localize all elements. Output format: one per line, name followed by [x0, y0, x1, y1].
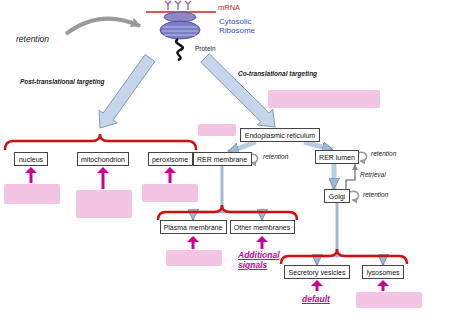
box-label: Secretory vesicles — [289, 268, 346, 277]
ribosome-illustration — [146, 1, 216, 60]
annotation-label: default — [302, 294, 330, 304]
masked-label — [4, 90, 422, 308]
process-box: peroxisome — [148, 152, 193, 166]
annotation-label: Protein — [195, 45, 216, 53]
process-box: Other membranes — [230, 220, 295, 234]
box-label: Golgi — [329, 192, 345, 201]
process-box: RER lumen — [315, 150, 359, 164]
connector-arrow — [228, 142, 256, 152]
annotation-label: Cytosolic Ribosome — [219, 17, 261, 35]
annotation-label: mRNA — [218, 3, 240, 12]
box-label: Other membranes — [234, 223, 290, 232]
red-bracket — [5, 134, 407, 264]
box-label: peroxisome — [152, 155, 188, 164]
annotation-label: retention — [363, 191, 388, 199]
process-box: RER membrane — [193, 152, 252, 166]
process-box: lysosomes — [362, 265, 404, 279]
retention-arrow — [66, 19, 140, 34]
process-box: mitochondrion — [77, 152, 129, 166]
process-box: Plasma membrane — [160, 220, 227, 234]
block-arrow — [99, 55, 155, 129]
annotation-label: retention — [371, 150, 396, 158]
box-label: Plasma membrane — [164, 223, 223, 232]
process-box: Endoplasmic reticulum — [240, 128, 320, 142]
annotation-label: Co-translational targeting — [238, 70, 317, 78]
process-box: Secretory vesicles — [284, 265, 350, 279]
connector-arrow — [332, 164, 337, 189]
annotation-label: retention — [16, 34, 49, 44]
signal-arrow — [25, 167, 389, 291]
connector-arrow — [304, 142, 333, 150]
box-label: Endoplasmic reticulum — [245, 131, 315, 140]
box-label: mitochondrion — [81, 155, 125, 164]
annotation-label: retention — [263, 153, 288, 161]
process-box: nucleus — [14, 152, 48, 166]
box-label: lysosomes — [366, 268, 399, 277]
box-label: nucleus — [19, 155, 43, 164]
block-arrow — [201, 54, 275, 127]
box-label: RER lumen — [319, 153, 355, 162]
process-box: Golgi — [324, 189, 350, 203]
box-label: RER membrane — [197, 155, 247, 164]
annotation-label: Post-translational targeting — [20, 78, 105, 86]
annotation-label: Additional signals — [238, 250, 286, 270]
edge-label: Retrieval — [360, 171, 386, 179]
connector-arrow — [346, 164, 355, 189]
